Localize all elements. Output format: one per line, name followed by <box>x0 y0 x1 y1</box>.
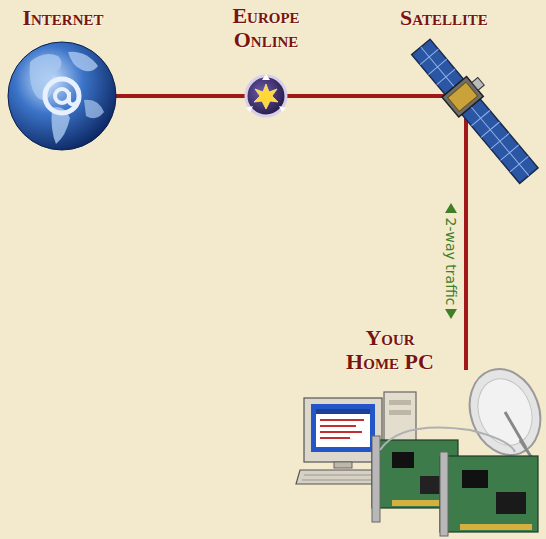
home-pc-illustration-part <box>296 470 382 484</box>
home-pc-illustration-part <box>316 409 370 414</box>
connector-line <box>313 94 392 98</box>
satellite-node: Satellite <box>392 6 540 196</box>
satellite-icon <box>409 32 546 186</box>
home-pc-illustration-part <box>392 452 414 468</box>
node-label: Your Home PC <box>340 326 440 374</box>
traffic-arrowhead <box>445 309 457 319</box>
satellite-icon-part <box>462 99 538 183</box>
europe-online-icon <box>246 74 286 116</box>
satellite-icon-part <box>442 77 483 117</box>
home-pc-illustration-part <box>496 492 526 514</box>
home-pc-illustration-part <box>372 436 380 522</box>
globe-icon-part <box>68 52 98 72</box>
europe-online-icon-part <box>246 76 286 116</box>
globe-icon-part <box>8 42 116 150</box>
traffic-arrowhead <box>445 203 457 213</box>
home-pc-illustration-part <box>462 470 488 488</box>
edge-label: 2-way traffic <box>442 217 459 305</box>
connector-line <box>124 94 220 98</box>
home-pc-illustration-part <box>320 420 364 438</box>
home-pc-illustration-part <box>302 475 376 480</box>
globe-icon-part <box>69 92 79 105</box>
home-pc-illustration <box>296 359 546 536</box>
home-pc-illustration-part <box>440 456 538 532</box>
home-pc-illustration-part <box>440 452 448 536</box>
home-pc-illustration-part <box>304 398 382 462</box>
europe-online-icon-part <box>246 106 253 112</box>
home-pc-node: Your Home PC <box>296 326 542 536</box>
home-pc-illustration-part <box>380 428 515 453</box>
node-label: Europe Online <box>221 4 311 52</box>
globe-icon <box>8 42 116 150</box>
satellite-icon-part <box>448 82 478 111</box>
home-pc-illustration-part <box>458 359 546 465</box>
home-pc-illustration-part <box>505 412 532 458</box>
home-pc-illustration-part <box>311 404 375 452</box>
internet-node: Internet <box>4 6 124 154</box>
node-label: Internet <box>4 6 122 30</box>
globe-icon-part <box>45 79 79 113</box>
globe-icon-part <box>84 100 104 119</box>
europe-online-icon-part <box>254 84 278 109</box>
provider-node: Europe Online <box>220 4 313 120</box>
node-label: Satellite <box>400 6 530 30</box>
home-pc-illustration-part <box>460 524 532 530</box>
europe-online-icon-part <box>279 106 286 112</box>
globe-icon-part <box>55 89 69 103</box>
europe-online-icon-part <box>262 74 270 80</box>
home-pc-illustration-part <box>334 462 352 468</box>
connector-line <box>464 196 468 326</box>
home-pc-illustration-part <box>389 400 411 405</box>
satellite-icon-part <box>472 78 485 91</box>
home-pc-illustration-part <box>316 409 370 447</box>
satellite-icon-part <box>462 99 538 183</box>
home-pc-illustration-part <box>389 410 411 415</box>
